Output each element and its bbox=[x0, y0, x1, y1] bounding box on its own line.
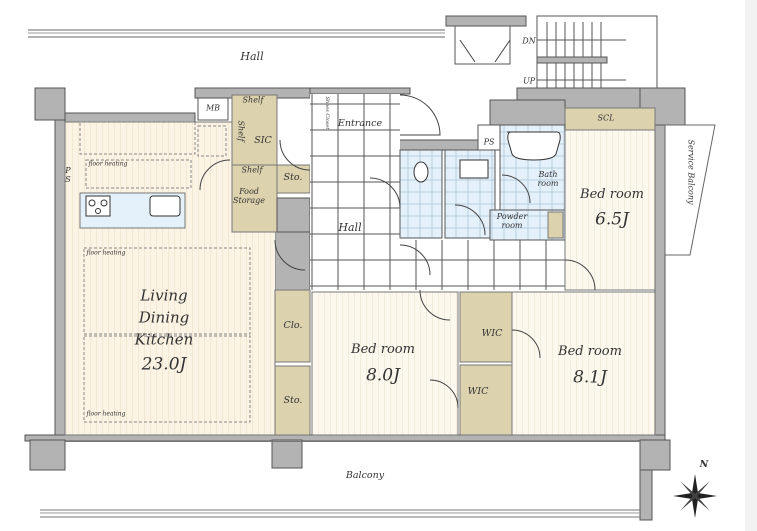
ps-label: PS bbox=[483, 137, 495, 147]
mb-label: MB bbox=[205, 103, 221, 113]
walls bbox=[24, 87, 686, 521]
balcony-label: Balcony bbox=[345, 469, 385, 481]
sink-icon bbox=[149, 195, 181, 217]
bathtub-icon bbox=[507, 131, 561, 161]
bedroom-3-floor bbox=[511, 291, 656, 436]
shoe-closet-label: Shoes Closet bbox=[323, 96, 330, 130]
sic-label: SIC bbox=[254, 134, 272, 146]
bedroom-3-size: 8.1J bbox=[573, 367, 607, 388]
storage-label: Sto. bbox=[283, 394, 303, 406]
door-swings bbox=[199, 39, 596, 409]
entrance-hall-floor bbox=[310, 94, 400, 290]
right-edge-strip bbox=[745, 0, 757, 531]
bedroom-1-size: 6.5J bbox=[595, 209, 629, 230]
floor-heating-label: floor heating bbox=[86, 249, 126, 257]
stairwell bbox=[445, 15, 658, 109]
stairs-down-label: DN bbox=[522, 36, 536, 46]
toilet-icon bbox=[413, 161, 429, 183]
service-balcony-label: Service Balcony bbox=[686, 139, 696, 205]
closet-label: Clo. bbox=[283, 319, 303, 331]
bedroom-1-name: Bed room bbox=[580, 186, 644, 202]
floor-heating-label: floor heating bbox=[88, 160, 128, 168]
compass-north-label: N bbox=[699, 458, 709, 470]
balcony-outline bbox=[40, 441, 640, 518]
bedroom-2-name: Bed room bbox=[351, 341, 415, 357]
ldk-name: Living Dining Kitchen bbox=[134, 286, 194, 348]
bedroom-1-floor bbox=[564, 129, 656, 291]
bedroom-3-name: Bed room bbox=[558, 343, 622, 359]
scl-label: SCL bbox=[597, 113, 615, 123]
compass-icon bbox=[673, 474, 717, 518]
storage-label: Sto. bbox=[283, 171, 303, 183]
powder-room-label: Powder room bbox=[496, 212, 528, 230]
common-hall-label: Hall bbox=[240, 49, 264, 63]
ldk-size: 23.0J bbox=[141, 354, 187, 375]
bedroom-2-floor bbox=[311, 291, 459, 436]
food-storage-label: Food Storage bbox=[233, 187, 265, 205]
wic-label: WIC bbox=[467, 385, 489, 397]
wic-label: WIC bbox=[481, 327, 503, 339]
common-hall-lines bbox=[28, 29, 445, 38]
ps-label: P S bbox=[65, 166, 71, 184]
shelf-label: Shelf bbox=[241, 165, 263, 175]
service-balcony bbox=[664, 124, 716, 256]
hall-label: Hall bbox=[338, 220, 362, 234]
shelf-label: Shelf bbox=[236, 120, 246, 142]
cooktop-icon bbox=[85, 195, 111, 217]
floor-heating-label: floor heating bbox=[86, 410, 126, 418]
bedroom-2-size: 8.0J bbox=[366, 365, 400, 386]
bathroom-label: Bath room bbox=[537, 170, 559, 188]
entrance-label: Entrance bbox=[337, 117, 383, 129]
shelf-label: Shelf bbox=[242, 95, 264, 105]
stairs-up-label: UP bbox=[522, 76, 536, 86]
